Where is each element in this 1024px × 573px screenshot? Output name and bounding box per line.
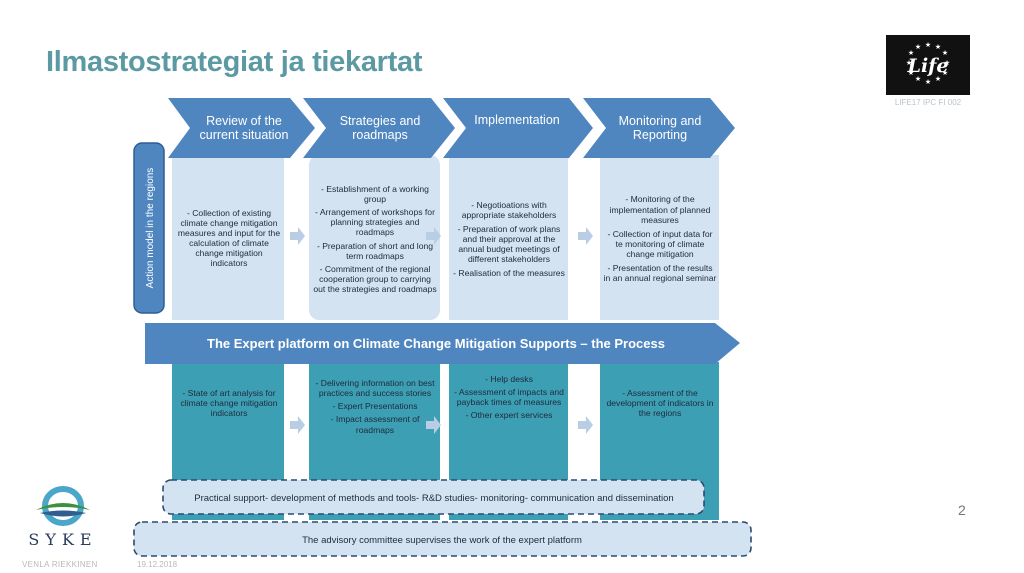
phase-2-expert-fo: - Delivering information on best practic… bbox=[315, 378, 435, 435]
life-logo: ★★★ ★★★ ★★★ ★★★ Life bbox=[886, 35, 970, 95]
practical-support-label: Practical support- development of method… bbox=[194, 493, 673, 504]
phase-4-expert-item: - Assessment of the development of indic… bbox=[606, 388, 714, 419]
phase-1-regional-box bbox=[172, 155, 284, 320]
arrow-right-icon bbox=[426, 416, 441, 434]
advisory-label: The advisory committee supervises the wo… bbox=[302, 535, 582, 546]
phase-3-expert-fo: - Help desks - Assessment of impacts and… bbox=[454, 374, 564, 421]
phase-3-regional-box bbox=[449, 155, 568, 320]
page-number: 2 bbox=[958, 502, 966, 518]
practical-support-box bbox=[162, 479, 705, 515]
phase-2-regional-box bbox=[309, 155, 440, 320]
phase-2-regional-item: - Commitment of the regional cooperation… bbox=[313, 263, 437, 295]
process-banner-arrow bbox=[145, 323, 740, 364]
phase-2-expert-item: - Delivering information on best practic… bbox=[315, 378, 435, 399]
phase-2-regional-fo: - Establishment of a working group - Arr… bbox=[313, 183, 437, 295]
phase-1-header: Review of the current situation bbox=[199, 113, 289, 142]
phase-4-regional-box bbox=[600, 155, 719, 320]
slide-title: Ilmastostrategiat ja tiekartat bbox=[46, 46, 423, 78]
side-label: Action model in the regions bbox=[145, 168, 156, 289]
life-code: LIFE17 IPC FI 002 bbox=[894, 98, 962, 107]
svg-text:★: ★ bbox=[908, 69, 914, 77]
phase-1-header-fo: Review of the current situation bbox=[199, 113, 289, 142]
phase-4-expert-fo: - Assessment of the development of indic… bbox=[606, 388, 714, 419]
phase-4-header: Monitoring and Reporting bbox=[618, 113, 702, 142]
phase-1-regional-fo: - Collection of existing climate change … bbox=[177, 207, 281, 269]
arrow-right-icon bbox=[290, 416, 305, 434]
side-label-box bbox=[133, 142, 165, 314]
life-logo-text: Life bbox=[907, 55, 949, 77]
phase-4-header-fo: Monitoring and Reporting bbox=[618, 113, 702, 142]
svg-text:★: ★ bbox=[915, 75, 921, 83]
svg-text:★: ★ bbox=[935, 43, 941, 51]
process-banner-label: The Expert platform on Climate Change Mi… bbox=[207, 336, 665, 351]
phase-2-header-fo: Strategies and roadmaps bbox=[339, 113, 421, 142]
phase-1-expert-item: - State of art analysis for climate chan… bbox=[180, 388, 278, 419]
phase-4-header-chevron bbox=[583, 98, 735, 158]
svg-text:★: ★ bbox=[942, 69, 948, 77]
phase-3-header-chevron bbox=[443, 98, 593, 158]
arrow-right-icon bbox=[290, 227, 305, 245]
phase-2-expert-item: - Expert Presentations bbox=[332, 401, 418, 412]
footer-date: 19.12.2018 bbox=[137, 560, 178, 569]
svg-text:★: ★ bbox=[942, 49, 948, 57]
phase-3-expert-item: - Other expert services bbox=[465, 410, 553, 421]
arrow-right-icon bbox=[578, 416, 593, 434]
phase-4-regional-item: - Presentation of the results in an annu… bbox=[603, 263, 717, 284]
phase-1-regional-item: - Collection of existing climate change … bbox=[177, 207, 281, 269]
svg-text:★: ★ bbox=[944, 59, 950, 67]
phase-3-regional-item: - Negotioations with appropriate stakeho… bbox=[461, 199, 557, 220]
phase-2-regional-item: - Arrangement of workshops for planning … bbox=[315, 207, 435, 238]
phase-1-header-chevron bbox=[168, 98, 315, 158]
syke-logo-icon bbox=[36, 486, 90, 526]
phase-2-header: Strategies and roadmaps bbox=[339, 113, 421, 142]
phase-3-regional-item: - Realisation of the measures bbox=[453, 268, 565, 279]
phase-3-expert-item: - Help desks bbox=[485, 374, 533, 384]
phase-3-header-fo: Implementation bbox=[474, 112, 560, 127]
phase-4-regional-item: - Collection of input data for te monito… bbox=[607, 228, 713, 260]
svg-text:★: ★ bbox=[908, 49, 914, 57]
eu-stars-icon: ★★★ ★★★ ★★★ ★★★ bbox=[906, 41, 950, 86]
syke-wordmark: SYKE bbox=[28, 530, 98, 549]
svg-text:★: ★ bbox=[925, 41, 931, 49]
svg-text:★: ★ bbox=[906, 59, 912, 67]
phase-2-regional-item: - Preparation of short and long term roa… bbox=[316, 240, 434, 261]
phase-2-expert-item: - Impact assessment of roadmaps bbox=[330, 414, 420, 435]
phase-4-regional-item: - Monitoring of the implementation of pl… bbox=[609, 194, 711, 225]
phase-4-regional-fo: - Monitoring of the implementation of pl… bbox=[603, 194, 717, 284]
arrow-right-icon bbox=[426, 227, 441, 245]
svg-text:★: ★ bbox=[925, 78, 931, 86]
advisory-box bbox=[133, 521, 752, 557]
footer-author: VENLA RIEKKINEN bbox=[22, 560, 98, 569]
svg-text:★: ★ bbox=[915, 43, 921, 51]
svg-text:★: ★ bbox=[935, 75, 941, 83]
phase-1-expert-fo: - State of art analysis for climate chan… bbox=[180, 388, 278, 419]
phase-3-regional-item: - Preparation of work plans and their ap… bbox=[457, 223, 561, 265]
phase-3-header: Implementation bbox=[474, 112, 560, 127]
arrow-right-icon bbox=[578, 227, 593, 245]
phase-2-header-chevron bbox=[303, 98, 455, 158]
phase-3-expert-item: - Assessment of impacts and payback time… bbox=[454, 387, 564, 408]
phase-3-regional-fo: - Negotioations with appropriate stakeho… bbox=[453, 199, 565, 279]
phase-2-regional-item: - Establishment of a working group bbox=[321, 183, 429, 204]
